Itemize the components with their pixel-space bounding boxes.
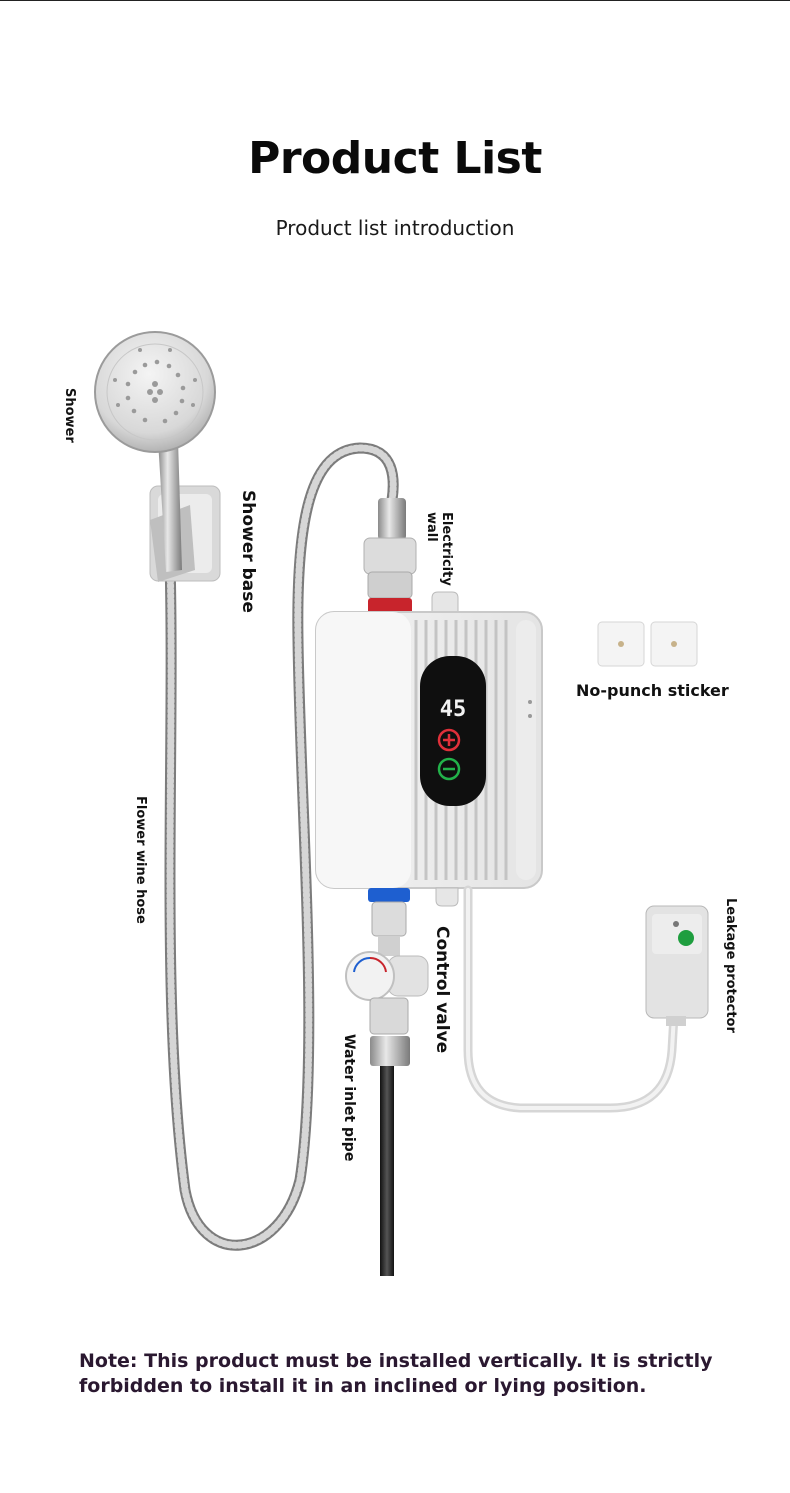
shower-head (94, 331, 216, 572)
plus-button (437, 728, 461, 752)
label-shower-base: Shower base (238, 490, 258, 613)
leakage-protector (645, 905, 709, 1026)
temperature-display: 45 (440, 697, 467, 722)
wall-mount-tab (431, 591, 459, 613)
page-subtitle: Product list introduction (275, 216, 515, 240)
wall-mount-tab-bottom (435, 887, 459, 907)
label-water-inlet-pipe: Water inlet pipe (341, 1034, 357, 1162)
page-title: Product List (248, 133, 542, 184)
control-panel: 45 (420, 656, 486, 806)
label-control-valve: Control valve (432, 926, 452, 1054)
power-cord (463, 885, 679, 1113)
label-electricity-wall: Electricity wall (424, 512, 454, 586)
minus-button (437, 757, 461, 781)
label-leakage-protector: Leakage protector (723, 898, 738, 1033)
label-flower-wine-hose: Flower wine hose (133, 796, 148, 924)
shower-base (149, 485, 221, 582)
water-inlet-pipe (380, 1066, 394, 1276)
product-illustration: 45 (94, 331, 709, 1276)
top-rule (0, 0, 790, 1)
no-punch-sticker (597, 621, 698, 667)
label-shower: Shower (62, 388, 77, 443)
installation-note: Note: This product must be installed ver… (79, 1350, 713, 1397)
label-no-punch-sticker: No-punch sticker (576, 681, 729, 700)
inlet-fitting (368, 888, 410, 956)
outlet-fitting (363, 498, 417, 614)
control-valve (345, 951, 429, 1066)
metal-hose (164, 442, 399, 1251)
